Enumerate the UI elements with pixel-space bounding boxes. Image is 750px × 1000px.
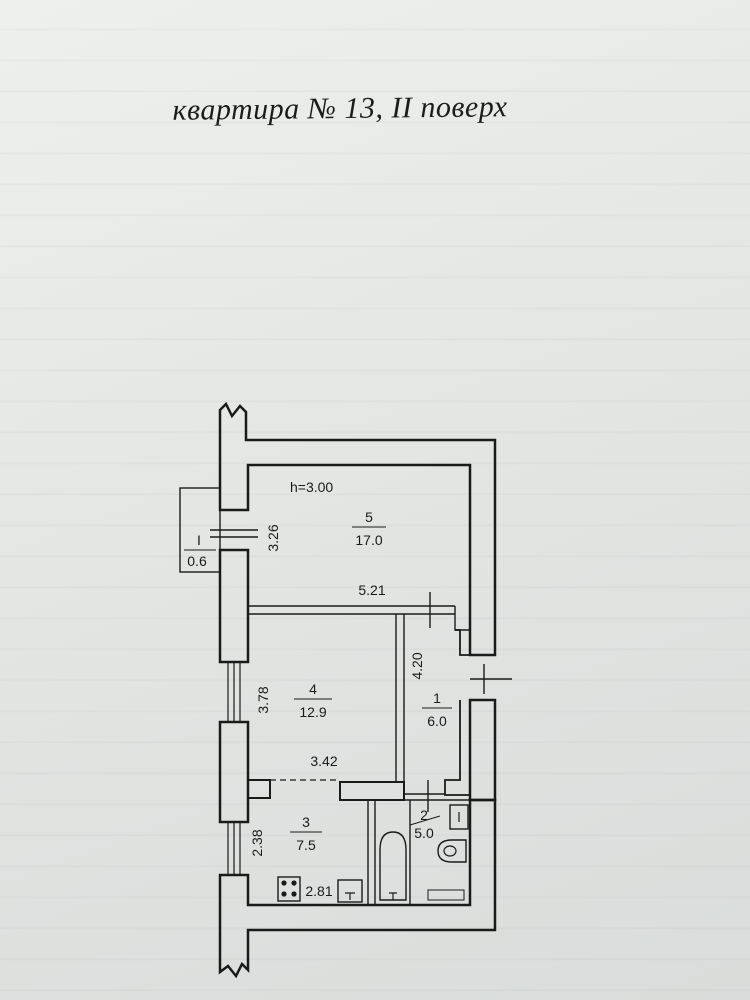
room-2-area: 5.0 — [414, 825, 434, 841]
wall-left-upper — [218, 401, 497, 657]
dim-room1-height: 4.20 — [409, 652, 425, 679]
labels: h=3.00 5 17.0 I 0.6 4 12.9 1 6.0 3 7.5 2… — [184, 479, 452, 899]
kitchen-stove — [277, 876, 301, 902]
room-2-fraction-line — [409, 815, 441, 826]
toilet — [437, 839, 467, 863]
dim-room4-width: 3.42 — [310, 753, 337, 769]
wall-right-lower — [468, 698, 497, 802]
room-4-area: 12.9 — [299, 704, 326, 720]
dim-room3-height: 2.38 — [249, 829, 265, 856]
room-2-number: 2 — [420, 807, 428, 823]
stove-burners — [281, 880, 297, 897]
toilet-bowl — [443, 845, 457, 857]
room-5-area: 17.0 — [355, 532, 382, 548]
room-I-area: 0.6 — [187, 553, 207, 569]
dim-room5-height: 3.26 — [265, 524, 281, 551]
dim-room5-width: 5.21 — [358, 582, 385, 598]
bathtub-tap — [389, 892, 397, 900]
bathroom-floor-strip — [427, 889, 465, 901]
kitchen-pier-right — [339, 781, 405, 801]
window-lines — [227, 662, 241, 875]
kitchen-sink — [337, 879, 363, 903]
wall-left-mid — [218, 548, 250, 664]
room-3-area: 7.5 — [296, 837, 316, 853]
kitchen-pier-left — [247, 779, 271, 799]
room-I-number: I — [197, 532, 201, 548]
wall-left-lower — [218, 798, 497, 979]
room-5-number: 5 — [365, 509, 373, 525]
room-4-number: 4 — [309, 681, 317, 697]
bathroom-sink — [449, 804, 469, 830]
bathtub — [379, 831, 407, 901]
room-1-number: 1 — [433, 690, 441, 706]
room-3-number: 3 — [302, 814, 310, 830]
partition-4-1 — [395, 614, 405, 782]
dim-room3-width: 2.81 — [305, 883, 332, 899]
room-1-area: 6.0 — [427, 713, 447, 729]
partition-5-4 — [248, 605, 470, 631]
bathroom-walls — [367, 793, 470, 905]
height-label: h=3.00 — [290, 479, 333, 495]
wall-left-mid2 — [218, 720, 250, 824]
kitchen-sink-tap — [345, 892, 355, 900]
corridor-right-wall — [444, 629, 470, 796]
dim-room4-height: 3.78 — [255, 686, 271, 713]
